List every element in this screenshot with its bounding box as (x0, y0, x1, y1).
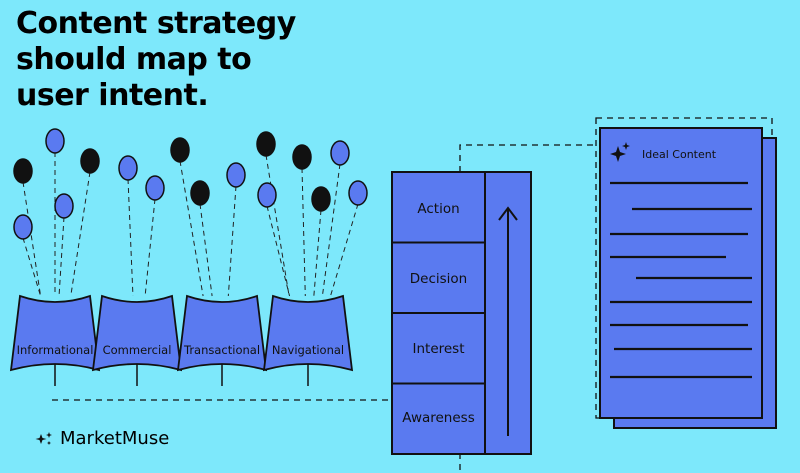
balloon-dark (256, 131, 276, 157)
connector-lines (52, 144, 598, 473)
funnel-stage-decision: Decision (410, 271, 467, 287)
funnel-stage-action: Action (417, 201, 459, 217)
balloon-blue (257, 182, 277, 208)
sparkle-icon (610, 142, 630, 162)
basket-body (91, 294, 183, 372)
balloons (13, 128, 368, 297)
balloon-dark (170, 137, 190, 163)
up-arrow-icon (498, 206, 518, 436)
funnel-stage-interest: Interest (412, 341, 464, 357)
brand-name: MarketMuse (60, 428, 170, 449)
balloon-string (144, 198, 156, 297)
balloon-string (313, 209, 322, 297)
document-title: Ideal Content (642, 148, 717, 161)
basket-transactional: Transactional (176, 294, 268, 386)
balloon-string (321, 163, 341, 297)
document-front-page (599, 127, 763, 419)
basket-label: Navigational (272, 343, 344, 357)
balloon-dark (190, 180, 210, 206)
ideal-content-document: Ideal Content (595, 117, 777, 429)
basket-body (9, 294, 101, 372)
balloon-string (58, 216, 65, 297)
intent-baskets: Informational Commercial Transactional Navi… (9, 294, 354, 386)
headline: Content strategy should map to user inte… (16, 6, 296, 114)
basket-body (176, 294, 268, 372)
balloon-string (179, 160, 204, 297)
balloon-string (199, 203, 213, 297)
basket-label: Transactional (183, 343, 260, 357)
balloon-dark (13, 158, 33, 184)
balloon-blue (54, 193, 74, 219)
balloon-string (265, 154, 290, 297)
balloon-blue (13, 214, 33, 240)
balloon-string (22, 181, 42, 297)
balloon-dark (80, 148, 100, 174)
basket-label: Commercial (103, 343, 172, 357)
balloon-string (330, 203, 359, 297)
balloon-blue (330, 140, 350, 166)
basket-body (262, 294, 354, 372)
headline-line-1: Content strategy (16, 6, 296, 41)
funnel: Action Decision Interest Awareness (391, 171, 532, 455)
balloon-string (70, 171, 91, 297)
headline-line-2: should map to (16, 42, 252, 77)
balloon-dark (311, 186, 331, 212)
document-text-lines (610, 181, 752, 379)
balloon-string (227, 185, 237, 297)
balloon-blue (118, 155, 138, 181)
connector-funnel-to-document (459, 144, 598, 172)
balloon-string (22, 237, 42, 297)
balloon-string (127, 178, 134, 297)
headline-line-3: user intent. (16, 78, 209, 113)
balloon-string (266, 205, 291, 297)
basket-commercial: Commercial (91, 294, 183, 386)
balloon-dark (292, 144, 312, 170)
basket-informational: Informational (9, 294, 101, 386)
funnel-stage-awareness: Awareness (402, 410, 475, 426)
balloon-string (301, 167, 306, 297)
brand-logo: MarketMuse (34, 428, 169, 449)
balloon-blue (45, 128, 65, 154)
balloon-blue (226, 162, 246, 188)
basket-label: Informational (17, 343, 94, 357)
basket-navigational: Navigational (262, 294, 354, 386)
balloon-blue (145, 175, 165, 201)
marketmuse-sparkle-icon (35, 431, 52, 445)
balloon-blue (348, 180, 368, 206)
